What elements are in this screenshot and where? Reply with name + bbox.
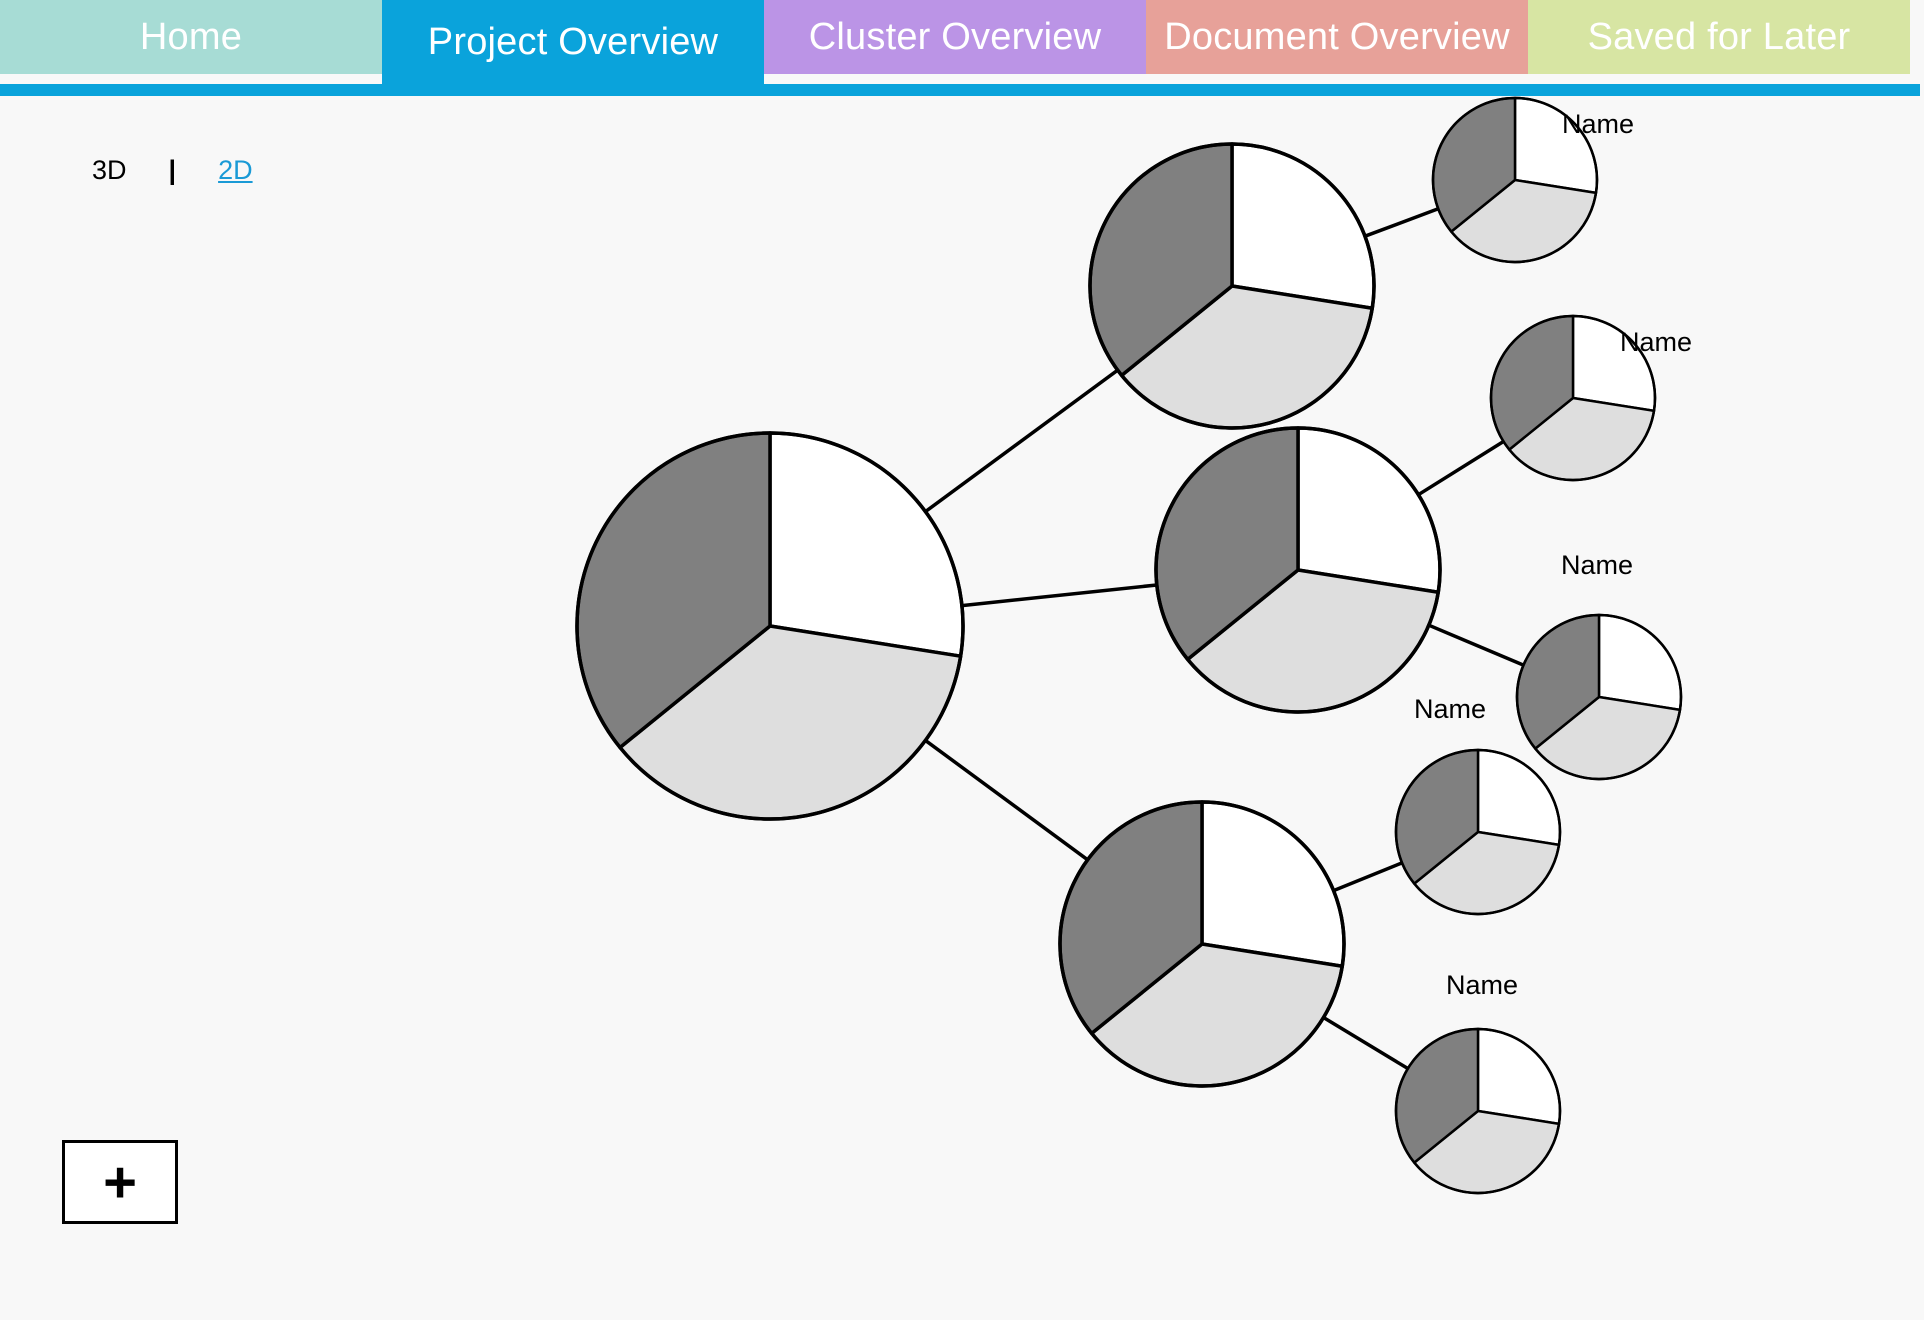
cluster-pie-1-slice-white [1230, 142, 1376, 310]
view-toggle-separator: | [168, 155, 177, 185]
leaf-name-label: Name [1414, 694, 1486, 724]
leaf-pie-1 [1431, 96, 1599, 264]
cluster-pie-3-outline [1058, 800, 1346, 1088]
leaf-name-label: Name [1620, 327, 1692, 357]
leaf-pie-4 [1394, 748, 1562, 916]
leaf-pie-3-outline [1515, 613, 1683, 781]
leaf-name-label: Name [1446, 970, 1518, 1000]
cluster-pie-2 [1154, 426, 1442, 714]
tab-document-overview[interactable]: Document Overview [1146, 0, 1528, 74]
tab-home[interactable]: Home [0, 0, 382, 74]
cluster-pie-1-outline [1088, 142, 1376, 430]
view-3d-option[interactable]: 3D [92, 155, 127, 185]
cluster-pie-3 [1058, 800, 1346, 1088]
view-2d-link[interactable]: 2D [218, 155, 253, 185]
add-button[interactable]: + [62, 1140, 178, 1224]
edge-cluster-leaf-5 [1322, 1016, 1409, 1071]
edge-cluster-leaf-2 [1417, 439, 1505, 497]
cluster-pie-2-outline [1154, 426, 1442, 714]
root-pie [575, 431, 965, 821]
leaf-name-label: Name [1561, 550, 1633, 580]
leaf-pie-5 [1394, 1027, 1562, 1195]
leaf-pie-2 [1489, 314, 1657, 482]
leaf-pie-2-outline [1489, 314, 1657, 482]
edge-cluster-leaf-4 [1332, 861, 1403, 893]
edge-root-cluster-1 [924, 368, 1119, 514]
tab-saved-for-later[interactable]: Saved for Later [1528, 0, 1910, 74]
view-toggle: 3D | 2D [92, 155, 253, 186]
cluster-pie-2-slice-white [1296, 426, 1442, 594]
edge-root-cluster-2 [961, 583, 1157, 608]
nav-tabbar: Home Project Overview Cluster Overview D… [0, 0, 1920, 96]
leaf-pie-5-outline [1394, 1027, 1562, 1195]
leaf-pie-5-slice-white [1476, 1027, 1562, 1126]
leaf-name-label: Name [1562, 109, 1634, 139]
tab-cluster-overview[interactable]: Cluster Overview [764, 0, 1146, 74]
leaf-pie-1-outline [1431, 96, 1599, 264]
edge-cluster-leaf-1 [1364, 207, 1439, 238]
leaf-pie-3 [1515, 613, 1683, 781]
root-pie-outline [575, 431, 965, 821]
edge-root-cluster-3 [924, 739, 1089, 862]
plus-icon: + [103, 1149, 137, 1215]
leaf-pie-4-outline [1394, 748, 1562, 916]
tab-project-overview[interactable]: Project Overview [382, 0, 764, 84]
root-pie-slice-white [768, 431, 965, 658]
cluster-pie-3-slice-white [1200, 800, 1346, 968]
leaf-pie-3-slice-white [1597, 613, 1683, 712]
leaf-pie-4-slice-white [1476, 748, 1562, 847]
edge-cluster-leaf-3 [1428, 623, 1525, 667]
cluster-pie-1 [1088, 142, 1376, 430]
